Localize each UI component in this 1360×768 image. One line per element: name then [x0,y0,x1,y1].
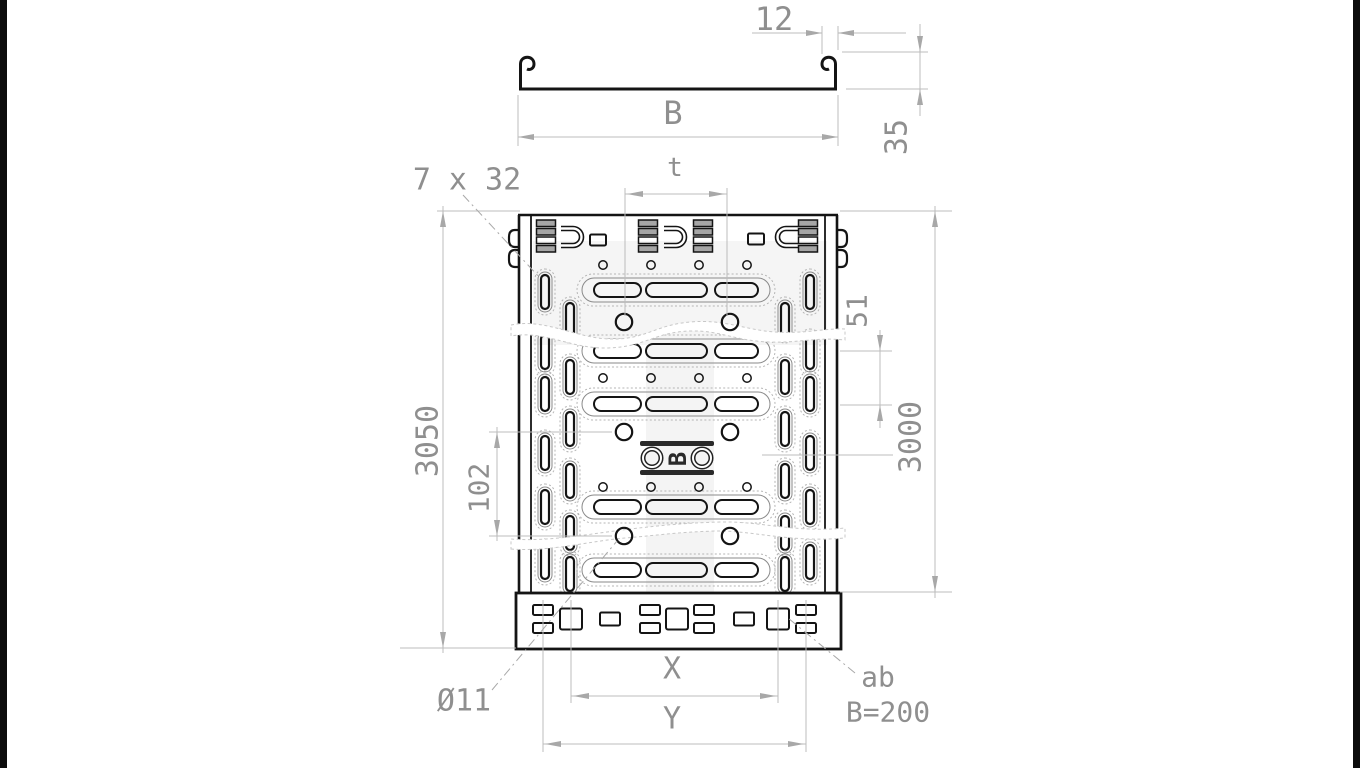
obo-logo-letter: B [664,452,692,466]
connector-slot-row [535,219,819,253]
variant-note-b200: B=200 [846,696,930,729]
hole-diameter-callout: Ø11 [437,684,491,719]
dim-label-x: X [663,652,681,687]
label-layer: 12 B 35 t 7 x 32 3050 102 51 3000 X Y Ø1… [411,0,931,737]
side-tab-left [507,228,519,269]
leader-variant-note [787,617,856,674]
dim-label-b: B [663,94,682,132]
dim-label-102: 102 [463,463,496,514]
slot-size-callout: 7 x 32 [413,163,521,198]
leader-slot-callout [462,194,541,279]
dim-label-t: t [667,153,683,183]
side-tab-right [837,228,849,269]
right-border [1353,0,1360,768]
profile-view [519,55,837,91]
variant-note-ab: ab [861,661,895,694]
dim-label-3000: 3000 [894,401,929,473]
dim-label-12: 12 [755,0,794,38]
dim-label-35: 35 [880,119,915,155]
plan-view: B [507,213,849,651]
break-line-upper [510,320,846,349]
dim-label-51: 51 [841,294,874,328]
dimension-layer [400,24,952,752]
leader-hole-callout [491,540,618,691]
left-border [0,0,7,768]
dim-label-y: Y [663,702,681,737]
dim-label-3050: 3050 [411,405,446,477]
obo-logo: B [640,441,714,475]
